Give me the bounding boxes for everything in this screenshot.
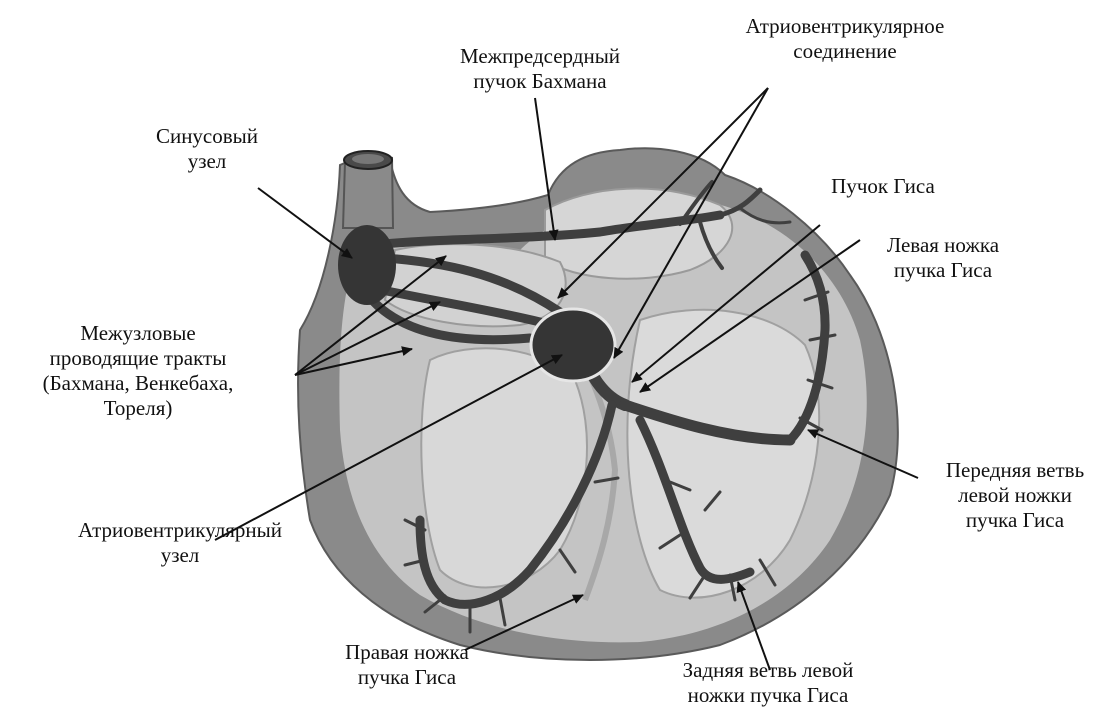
label-line: пучок Бахмана xyxy=(445,69,635,94)
label-line: левой ножки xyxy=(920,483,1110,508)
label-line: пучка Гиса xyxy=(868,258,1018,283)
label-line: пучка Гиса xyxy=(920,508,1110,533)
label-bachmann-bundle: Межпредсердный пучок Бахмана xyxy=(445,44,635,94)
label-line: Левая ножка xyxy=(868,233,1018,258)
label-av-junction: Атриовентрикулярное соединение xyxy=(725,14,965,64)
label-line: (Бахмана, Венкебаха, xyxy=(2,371,274,396)
label-line: Задняя ветвь левой xyxy=(633,658,903,683)
label-left-posterior-fascicle: Задняя ветвь левой ножки пучка Гиса xyxy=(633,658,903,708)
label-line: Межпредсердный xyxy=(445,44,635,69)
label-right-bundle-branch: Правая ножка пучка Гиса xyxy=(322,640,492,690)
label-sinus-node: Синусовый узел xyxy=(132,124,282,174)
av-node-shape xyxy=(531,309,615,381)
sinus-node-shape xyxy=(338,225,396,305)
label-line: узел xyxy=(30,543,330,568)
label-line: Тореля) xyxy=(2,396,274,421)
label-line: ножки пучка Гиса xyxy=(633,683,903,708)
label-line: Атриовентрикулярный xyxy=(30,518,330,543)
label-line: Атриовентрикулярное xyxy=(725,14,965,39)
vena-cava-rim xyxy=(352,154,384,164)
label-line: Передняя ветвь xyxy=(920,458,1110,483)
label-line: проводящие тракты xyxy=(2,346,274,371)
label-line: Синусовый xyxy=(132,124,282,149)
label-line: Пучок Гиса xyxy=(808,174,958,199)
label-internodal-tracts: Межузловые проводящие тракты (Бахмана, В… xyxy=(2,321,274,421)
label-left-bundle-branch: Левая ножка пучка Гиса xyxy=(868,233,1018,283)
label-av-node: Атриовентрикулярный узел xyxy=(30,518,330,568)
label-his-bundle: Пучок Гиса xyxy=(808,174,958,199)
label-line: соединение xyxy=(725,39,965,64)
label-line: пучка Гиса xyxy=(322,665,492,690)
label-line: Межузловые xyxy=(2,321,274,346)
label-line: Правая ножка xyxy=(322,640,492,665)
label-line: узел xyxy=(132,149,282,174)
label-left-anterior-fascicle: Передняя ветвь левой ножки пучка Гиса xyxy=(920,458,1110,533)
